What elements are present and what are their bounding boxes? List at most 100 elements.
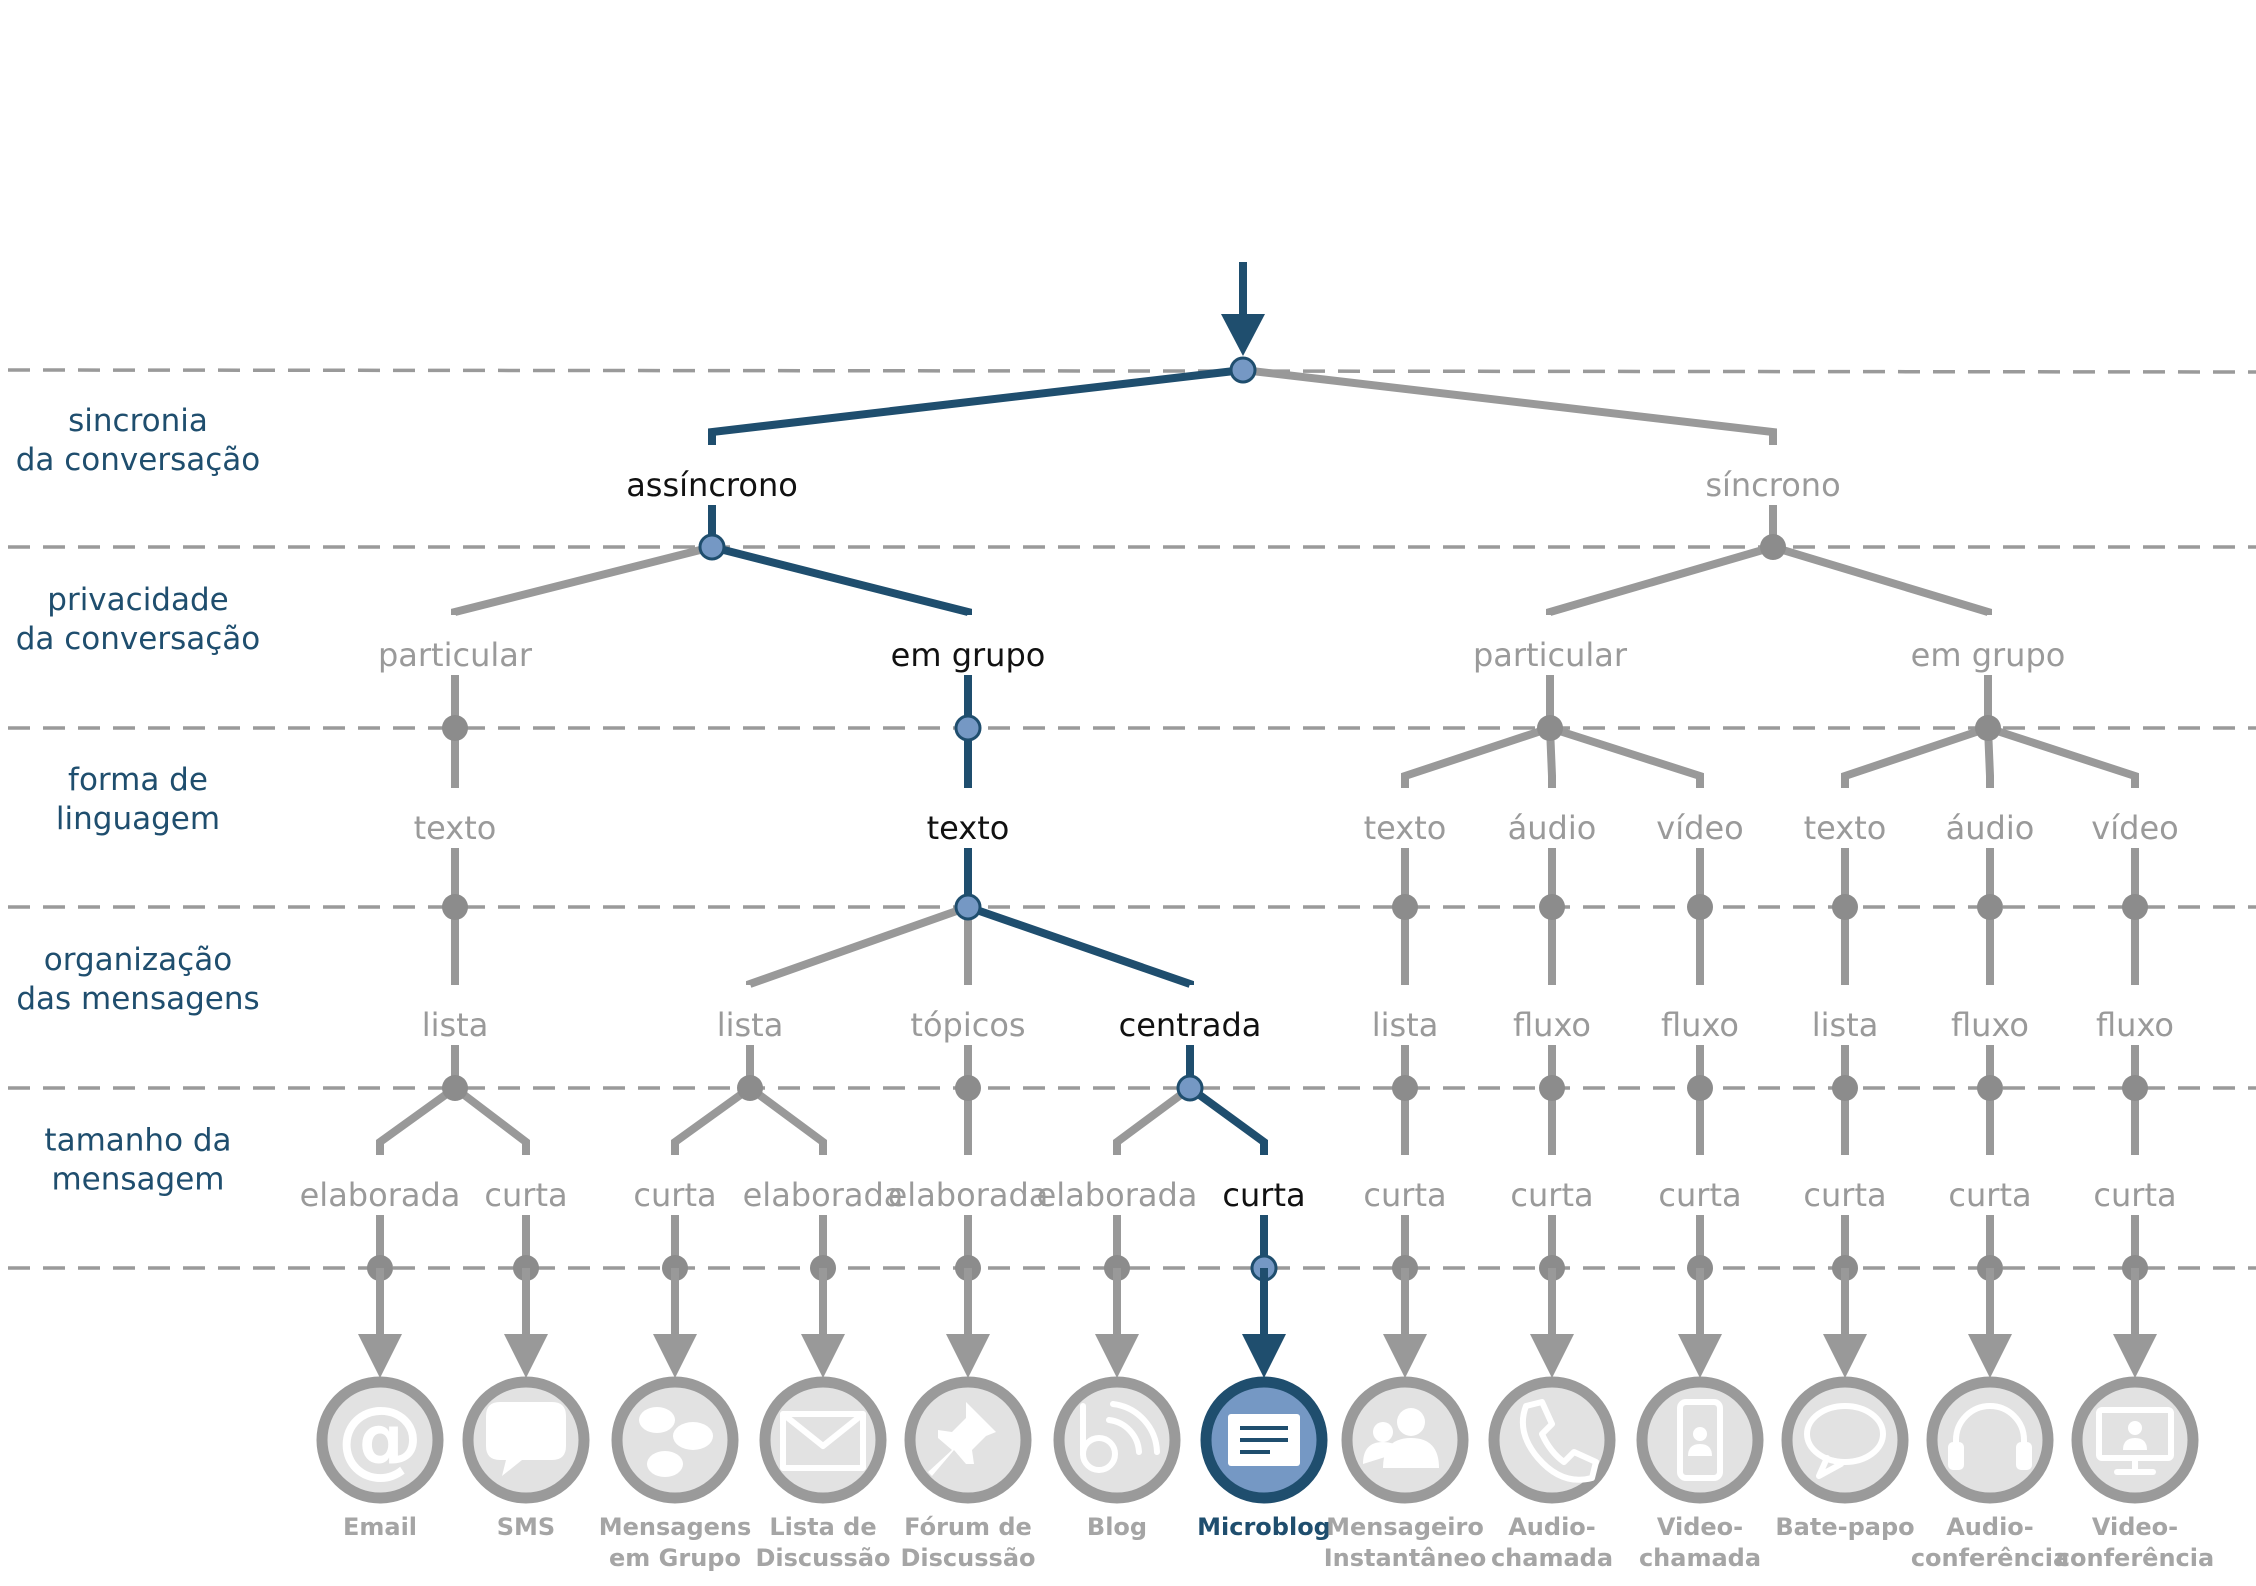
node-label-sp_audio: áudio: [1508, 809, 1597, 847]
node-label-s_audch: curta: [1510, 1176, 1593, 1214]
node-label-sg_texto: texto: [1804, 809, 1887, 847]
leaf-arrowhead: [1968, 1334, 2012, 1378]
leaf-arrowhead: [1095, 1334, 1139, 1378]
leaf-ring: [316, 1376, 444, 1504]
row-separator: [7, 368, 2256, 374]
leaf-microblog: Microblog: [1197, 1268, 1331, 1541]
junction-agt_lista: [737, 1075, 763, 1101]
node-label-sga_fluxo: fluxo: [1951, 1006, 2029, 1044]
junction-sp_audio: [1539, 894, 1565, 920]
edge-to-sg_video: [1986, 724, 2139, 788]
node-label-a_grupo: em grupo: [891, 636, 1046, 674]
junction-a_grupo: [954, 714, 982, 742]
junction-spv_fluxo: [1687, 1075, 1713, 1101]
node-label-s_blog: elaborada: [1037, 1176, 1198, 1214]
node-label-s_email: elaborada: [300, 1176, 461, 1214]
junction-sp_video: [1687, 894, 1713, 920]
junction-root: [1229, 356, 1257, 384]
edge-to-assinc: [708, 366, 1244, 445]
leaf-arrowhead: [946, 1334, 990, 1378]
junction-agt_centrada: [1176, 1074, 1204, 1102]
node-label-sp_texto: texto: [1364, 809, 1447, 847]
leaf-label: Audio-conferência: [1911, 1513, 2069, 1572]
node-label-s_micro: curta: [1222, 1176, 1305, 1214]
leaf-ring: [1926, 1376, 2054, 1504]
phone-handset-icon: [1520, 1399, 1599, 1483]
junction-sgt_lista: [1832, 1075, 1858, 1101]
svg-text:@: @: [337, 1388, 423, 1488]
node-label-s_audconf: curta: [1948, 1176, 2031, 1214]
node-label-s_vidch: curta: [1658, 1176, 1741, 1214]
node-label-ag_texto: texto: [927, 809, 1010, 847]
node-label-sg_video: vídeo: [2091, 809, 2178, 847]
edge-to-agt_lista: [746, 903, 970, 988]
edge-to-sg_texto: [1841, 724, 1990, 788]
edge-to-sp_texto: [1401, 724, 1552, 788]
edge-to-s_micro: [1187, 1084, 1268, 1155]
pushpin-icon: [928, 1402, 996, 1476]
junction-sg_texto: [1832, 894, 1858, 920]
at-sign-icon: @: [337, 1388, 423, 1488]
node-label-assinc: assíncrono: [626, 466, 798, 504]
junction-ag_texto: [954, 893, 982, 921]
junction-ap_texto: [442, 894, 468, 920]
leaf-label: Blog: [1087, 1513, 1147, 1541]
junction-s_part: [1537, 715, 1563, 741]
junction-sp_texto: [1392, 894, 1418, 920]
tree-edges: [376, 262, 2139, 1268]
contacts-icon: [1363, 1408, 1439, 1468]
leaf-arrowhead: [1530, 1334, 1574, 1378]
junction-sgv_fluxo: [2122, 1075, 2148, 1101]
node-label-ap_texto: texto: [414, 809, 497, 847]
node-label-sgt_lista: lista: [1812, 1006, 1879, 1044]
svg-text:SMS: SMS: [499, 1420, 553, 1445]
junction-sinc: [1760, 534, 1786, 560]
smartphone-video-icon: [1677, 1399, 1723, 1481]
node-label-sg_audio: áudio: [1946, 809, 2035, 847]
blog-feed-icon: [1080, 1401, 1160, 1473]
edge-to-s_mgrupo: [671, 1084, 753, 1155]
junction-spt_lista: [1392, 1075, 1418, 1101]
row-separators: [7, 368, 2256, 1270]
leaf-label: Video-chamada: [1639, 1513, 1761, 1572]
junction-s_grupo: [1975, 715, 2001, 741]
edge-to-s_lista: [747, 1084, 827, 1155]
edge-to-a_grupo: [711, 543, 972, 616]
junction-a_part: [442, 715, 468, 741]
leaf-arrowhead: [358, 1334, 402, 1378]
leaf-arrowhead: [653, 1334, 697, 1378]
leaf-email: @ Email: [316, 1268, 444, 1541]
edge-to-agt_centrada: [966, 903, 1194, 988]
leaf-label: Microblog: [1197, 1513, 1331, 1541]
leaf-bate-papo: Bate-papo: [1775, 1268, 1915, 1541]
node-label-s_lista: elaborada: [743, 1176, 904, 1214]
node-label-a_part: particular: [378, 636, 533, 674]
node-label-s_msgr: curta: [1363, 1176, 1446, 1214]
edge-to-s_grupo: [1771, 543, 1992, 616]
edge-to-sp_video: [1548, 724, 1704, 788]
leaf-label: Email: [343, 1513, 417, 1541]
junction-sga_fluxo: [1977, 1075, 2003, 1101]
junction-assinc: [698, 533, 726, 561]
node-label-s_mgrupo: curta: [633, 1176, 716, 1214]
microblog-post-icon: [1228, 1414, 1300, 1466]
leaf-arrowhead: [1242, 1334, 1286, 1378]
speech-bubble-icon: [1804, 1403, 1886, 1479]
leaf-label: Video-conferência: [2056, 1513, 2214, 1572]
junction-agt_topicos: [955, 1075, 981, 1101]
entry-arrowhead: [1221, 314, 1265, 356]
node-label-s_grupo: em grupo: [1911, 636, 2066, 674]
edge-to-sp_audio: [1546, 727, 1556, 788]
node-label-sgv_fluxo: fluxo: [2096, 1006, 2174, 1044]
node-label-s_part: particular: [1473, 636, 1628, 674]
leaf-audio-confer-ncia: Audio-conferência: [1911, 1268, 2069, 1572]
envelope-icon: [780, 1411, 866, 1471]
leaf-blog: Blog: [1053, 1268, 1181, 1541]
